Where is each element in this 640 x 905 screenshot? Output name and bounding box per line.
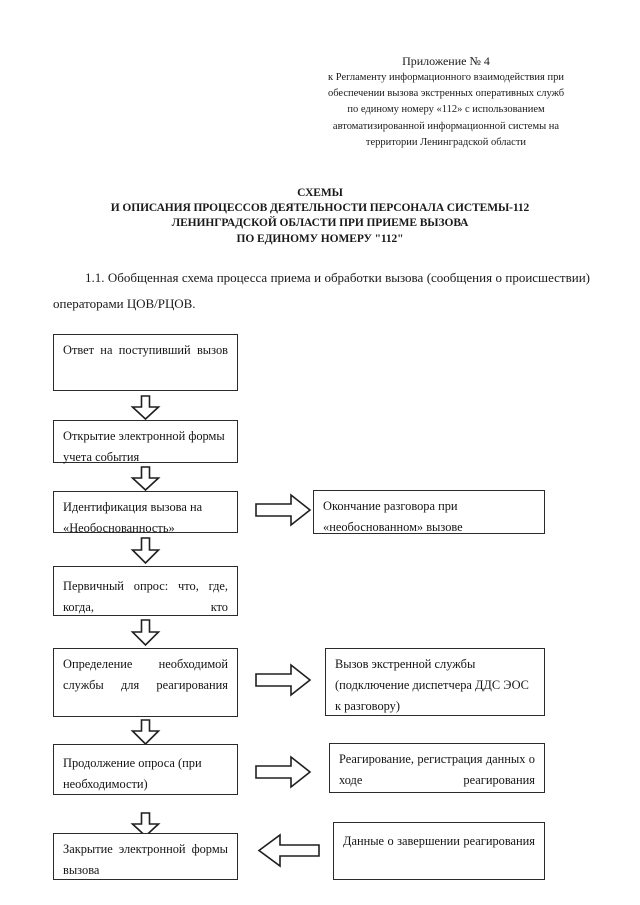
appendix-header: Приложение № 4 к Регламенту информационн… xyxy=(300,52,592,151)
flow-node-close-form-label: Закрытие электронной формы вызова xyxy=(63,842,228,877)
section-paragraph: 1.1. Обобщенная схема процесса приема и … xyxy=(53,270,590,311)
flow-node-primary-survey: Первичный опрос: что, где, когда, кто xyxy=(53,566,238,616)
appendix-header-line-3: по единому номеру «112» с использованием xyxy=(347,104,545,116)
flow-node-open-form-label: Открытие электронной формы учета события xyxy=(63,429,225,464)
flow-node-completion-data-label: Данные о завершении реагирования xyxy=(343,834,535,848)
flow-arrow-survey-to-determine xyxy=(130,619,161,647)
flow-node-continue-survey-label: Продолжение опроса (при необходимости) xyxy=(63,756,202,791)
flow-node-response-registration-label: Реагирование, регистрация данных о ходе … xyxy=(339,752,535,787)
appendix-header-line-4: автоматизированной информационной систем… xyxy=(332,120,560,132)
page-title-line-2: И ОПИСАНИЯ ПРОЦЕССОВ ДЕЯТЕЛЬНОСТИ ПЕРСОН… xyxy=(110,202,530,215)
flow-node-determine-service: Определение необходимой службы для реаги… xyxy=(53,648,238,717)
appendix-number: Приложение № 4 xyxy=(402,54,490,68)
flow-node-close-form: Закрытие электронной формы вызова xyxy=(53,833,238,880)
flow-node-answer-call: Ответ на поступивший вызов xyxy=(53,334,238,391)
appendix-header-line-5: территории Ленинградской области xyxy=(365,136,527,148)
flow-node-response-registration: Реагирование, регистрация данных о ходе … xyxy=(329,743,545,793)
flow-arrow-determine-to-continue xyxy=(130,719,161,746)
flow-node-primary-survey-label: Первичный опрос: что, где, когда, кто xyxy=(63,579,228,614)
page-title-line-4: ПО ЕДИНОМУ НОМЕРУ "112" xyxy=(236,232,404,245)
flow-arrow-identify-to-survey xyxy=(130,537,161,565)
flow-node-emergency-service-call: Вызов экстренной службы (подключение дис… xyxy=(325,648,545,716)
page-title: СХЕМЫ И ОПИСАНИЯ ПРОЦЕССОВ ДЕЯТЕЛЬНОСТИ … xyxy=(40,186,600,247)
appendix-header-line-2: обеспечении вызова экстренных оперативны… xyxy=(327,88,565,100)
flow-arrow-open-to-identify xyxy=(130,466,161,492)
flow-arrow-continue-to-response xyxy=(255,755,312,789)
flow-node-identify-unfounded: Идентификация вызова на «Необоснованност… xyxy=(53,491,238,535)
flow-node-completion-data: Данные о завершении реагирования xyxy=(333,822,545,880)
page-title-line-1: СХЕМЫ xyxy=(297,187,343,199)
flow-node-emergency-service-call-label: Вызов экстренной службы (подключение дис… xyxy=(335,657,529,713)
appendix-header-line-1: к Регламенту информационного взаимодейст… xyxy=(328,72,564,83)
flow-node-end-unfounded-call: Окончание разговора при «необоснованном»… xyxy=(313,490,545,534)
flow-arrow-determine-to-emergency xyxy=(255,663,312,697)
flow-arrow-continue-to-close xyxy=(130,812,161,838)
flow-node-determine-service-label: Определение необходимой службы для реаги… xyxy=(63,657,228,692)
flow-node-open-form: Открытие электронной формы учета события xyxy=(53,420,238,464)
flow-arrow-identify-to-end-unfounded xyxy=(255,493,312,527)
flow-arrow-answer-to-open xyxy=(130,395,161,421)
flow-node-end-unfounded-call-label: Окончание разговора при «необоснованном»… xyxy=(323,499,463,534)
flow-arrow-completion-to-close xyxy=(257,833,320,868)
flow-node-identify-unfounded-label: Идентификация вызова на «Необоснованност… xyxy=(63,500,203,535)
flow-node-continue-survey: Продолжение опроса (при необходимости) xyxy=(53,744,238,795)
flow-node-answer-call-label: Ответ на поступивший вызов xyxy=(63,343,228,357)
page-title-line-3: ЛЕНИНГРАДСКОЙ ОБЛАСТИ ПРИ ПРИЕМЕ ВЫЗОВА xyxy=(171,217,469,230)
